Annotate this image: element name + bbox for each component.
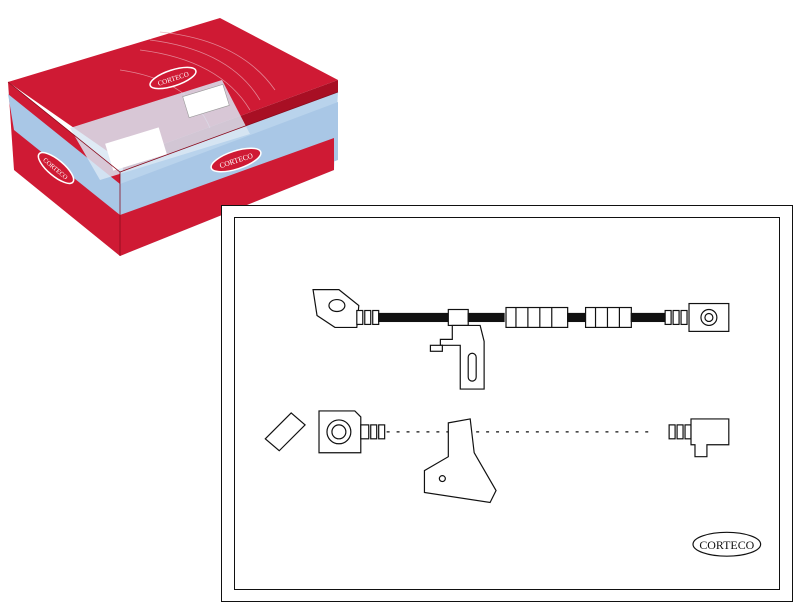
technical-drawing-frame: CORTECO [221,205,793,602]
brake-hose-drawing: CORTECO [264,289,762,557]
drawing-logo-oval [692,531,762,557]
drawing-logo-text: CORTECO [699,538,754,552]
technical-drawing-inner-border: CORTECO [234,217,780,590]
product-box-image: CORTECO CORTECO CORTECO [7,18,339,256]
